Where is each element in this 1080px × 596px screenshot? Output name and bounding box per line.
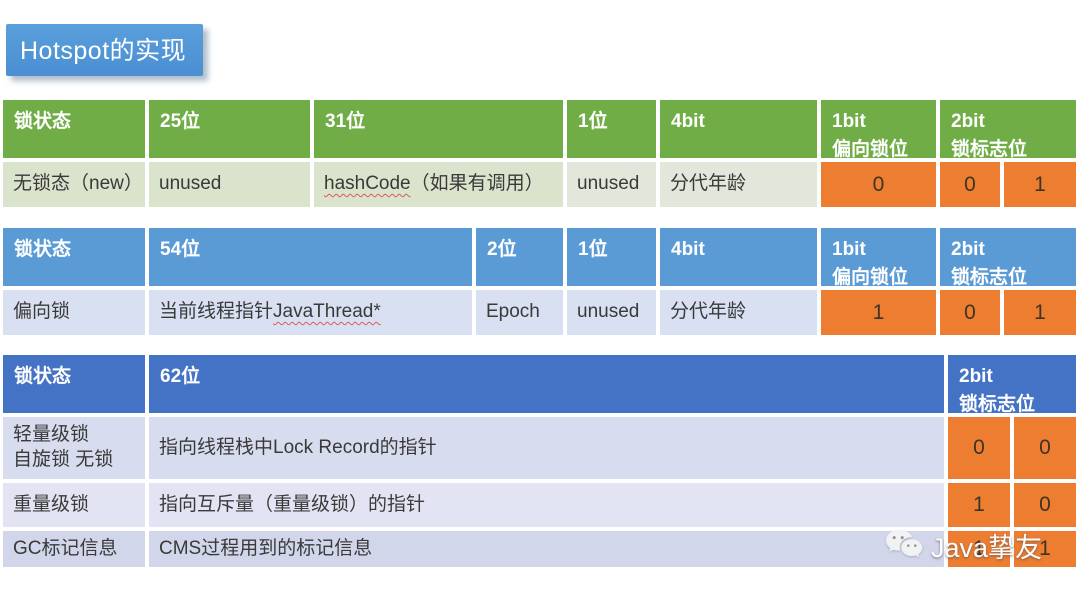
header-1bit-bias: 1bit 偏向锁位 [821, 100, 936, 160]
cell-hashcode: hashCode（如果有调用） [314, 162, 563, 207]
cell-hashcode-note: （如果有调用） [410, 173, 544, 195]
cell-unused: unused [149, 162, 310, 207]
cell-thread-pointer: 当前线程指针 JavaThread* [149, 290, 472, 335]
bit-bias: 1 [821, 290, 936, 335]
bit-flag-0: 0 [948, 417, 1010, 479]
header-54bit: 54位 [149, 228, 472, 286]
table-other-locks: 锁状态 62位 2bit 锁标志位 轻量级锁 自旋锁 无锁 指向线程栈中Lock… [3, 355, 1076, 567]
cell-epoch: Epoch [476, 290, 563, 335]
header-25bit: 25位 [149, 100, 310, 158]
cell-state-gc: GC标记信息 [3, 531, 145, 567]
bit-flag-0: 1 [948, 531, 1010, 567]
cell-state: 偏向锁 [3, 290, 145, 335]
cell-state-lightweight: 轻量级锁 自旋锁 无锁 [3, 417, 145, 479]
bit-flag-1: 1 [1004, 290, 1076, 335]
wechat-icon [884, 528, 924, 562]
table-biased-lock: 锁状态 54位 2位 1位 4bit 1bit 偏向锁位 2bit 锁标志位 偏… [3, 228, 1076, 335]
watermark: Java挚友 [884, 523, 1042, 567]
header-2bit-epoch: 2位 [476, 228, 563, 286]
header-2bit-flag: 2bit 锁标志位 [940, 100, 1076, 160]
header-62bit: 62位 [149, 355, 944, 413]
cell-desc-lightweight: 指向线程栈中Lock Record的指针 [149, 417, 944, 479]
bit-flag-1: 0 [1014, 417, 1076, 479]
header-2bit-flag: 2bit 锁标志位 [940, 228, 1076, 288]
cell-desc-gc: CMS过程用到的标记信息 [149, 531, 944, 567]
cell-unused2: unused [567, 162, 656, 207]
bit-flag-0: 0 [940, 290, 1000, 335]
header-lock-state: 锁状态 [3, 228, 145, 286]
bit-flag-1: 1 [1014, 531, 1076, 567]
page-title: Hotspot的实现 [6, 24, 204, 76]
cell-gen-age: 分代年龄 [660, 290, 817, 335]
header-1bit-unused: 1位 [567, 228, 656, 286]
header-lock-state: 锁状态 [3, 355, 145, 413]
code-hashcode: hashCode [324, 173, 411, 195]
cell-state: 无锁态（new） [3, 162, 145, 207]
bit-flag-0: 0 [940, 162, 1000, 207]
cell-thread-pointer-label: 当前线程指针 [159, 301, 274, 323]
bit-flag-0: 1 [948, 483, 1010, 527]
watermark-label: Java挚友 [931, 532, 1043, 563]
bit-bias: 0 [821, 162, 936, 207]
cell-state-heavyweight: 重量级锁 [3, 483, 145, 527]
header-lock-state: 锁状态 [3, 100, 145, 158]
cell-unused: unused [567, 290, 656, 335]
header-31bit: 31位 [314, 100, 563, 158]
cell-desc-heavyweight: 指向互斥量（重量级锁）的指针 [149, 483, 944, 527]
bit-flag-1: 1 [1004, 162, 1076, 207]
table-no-lock: 锁状态 25位 31位 1位 4bit 1bit 偏向锁位 2bit 锁标志位 … [3, 100, 1076, 207]
header-4bit-age: 4bit [660, 228, 817, 286]
header-1bit-unused: 1位 [567, 100, 656, 158]
header-2bit-flag: 2bit 锁标志位 [948, 355, 1076, 415]
code-javathread: JavaThread* [273, 301, 381, 323]
cell-gen-age: 分代年龄 [660, 162, 817, 207]
bit-flag-1: 0 [1014, 483, 1076, 527]
header-1bit-bias: 1bit 偏向锁位 [821, 228, 936, 288]
header-4bit-age: 4bit [660, 100, 817, 158]
